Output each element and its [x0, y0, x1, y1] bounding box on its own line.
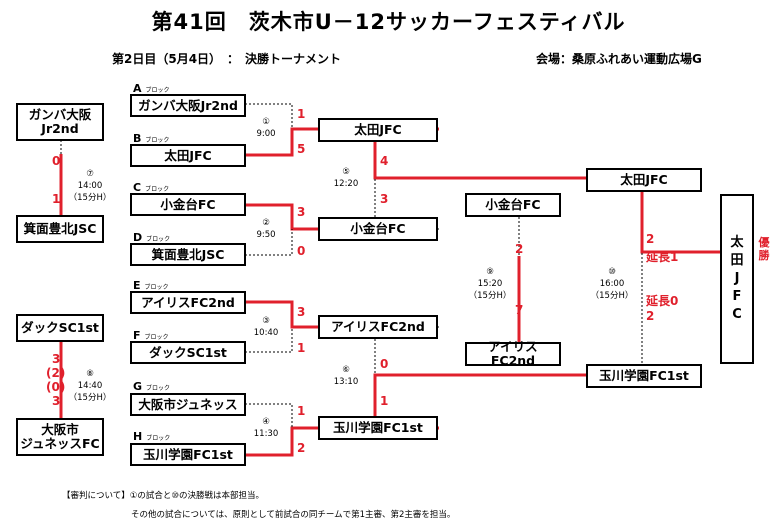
- referee-note-2: その他の試合については、原則として前試合の同チームで第1主審、第2主審を担当。: [131, 510, 456, 520]
- page-title: 第41回 茨木市U－12サッカーフェスティバル: [151, 10, 626, 34]
- team-box-left1: ガンバ大阪 Jr2nd: [16, 103, 104, 141]
- team-box-left2: 箕面豊北JSC: [16, 215, 104, 243]
- score-m10-bot: 2: [646, 309, 655, 323]
- referee-note-1: 【審判について】①の試合と⑩の決勝戦は本部担当。: [62, 491, 264, 501]
- team-box-final-2: 玉川学園FC1st: [586, 364, 702, 388]
- score-m10-top-et: 延長1: [646, 250, 679, 264]
- score-m10-top: 2: [646, 232, 655, 246]
- score-m5-bot: 3: [380, 192, 389, 206]
- champion-box: 太 田 J F C: [720, 194, 754, 364]
- score-m8-top: 3: [52, 352, 61, 366]
- team-box-final-1: 太田JFC: [586, 168, 702, 192]
- score-m2-top: 3: [297, 205, 306, 219]
- team-box-e: アイリスFC2nd: [130, 291, 246, 314]
- score-m1-bot: 5: [297, 142, 306, 156]
- team-box-left4: 大阪市 ジュネッスFC: [16, 418, 104, 456]
- day-subtitle: 第2日目（5月4日） ： 決勝トーナメント: [112, 52, 342, 66]
- score-m9-top: 2: [515, 242, 524, 256]
- venue-label: 会場：桑原ふれあい運動広場G: [536, 52, 702, 66]
- team-box-left3: ダックSC1st: [16, 314, 104, 342]
- score-m1-top: 1: [297, 107, 306, 121]
- score-m9-bot: 7: [515, 303, 524, 317]
- score-m4-bot: 2: [297, 441, 306, 455]
- score-m6-bot: 1: [380, 394, 389, 408]
- score-m3-top: 3: [297, 305, 306, 319]
- team-box-r2-1: 太田JFC: [318, 118, 438, 142]
- team-box-d: 箕面豊北JSC: [130, 243, 246, 266]
- champion-char: F: [732, 289, 742, 304]
- score-m8-pk1: (2): [46, 366, 66, 380]
- score-m4-top: 1: [297, 404, 306, 418]
- score-m10-bot-et: 延長0: [646, 294, 679, 308]
- score-m3-bot: 1: [297, 341, 306, 355]
- champion-label: 優勝: [758, 236, 770, 262]
- team-box-b: 太田JFC: [130, 144, 246, 167]
- team-box-h: 玉川学園FC1st: [130, 443, 246, 466]
- team-box-r2-3: アイリスFC2nd: [318, 315, 438, 339]
- score-m7-top: 0: [52, 154, 61, 168]
- champion-char: C: [732, 307, 742, 322]
- team-box-sf-1: 小金台FC: [465, 193, 561, 217]
- champion-char: 太: [730, 235, 744, 250]
- team-box-r2-2: 小金台FC: [318, 217, 438, 241]
- team-box-f: ダックSC1st: [130, 341, 246, 364]
- score-m8-bot: 3: [52, 394, 61, 408]
- team-box-r2-4: 玉川学園FC1st: [318, 416, 438, 440]
- score-m2-bot: 0: [297, 244, 306, 258]
- champion-char: J: [734, 271, 740, 286]
- score-m6-top: 0: [380, 357, 389, 371]
- team-box-c: 小金台FC: [130, 193, 246, 216]
- champion-char: 田: [730, 253, 744, 268]
- team-box-g: 大阪市ジュネッス: [130, 393, 246, 416]
- score-m8-pk2: (0): [46, 380, 66, 394]
- team-box-a: ガンバ大阪Jr2nd: [130, 94, 246, 117]
- score-m7-bot: 1: [52, 192, 61, 206]
- team-box-sf-2: アイリスFC2nd: [465, 340, 561, 368]
- score-m5-top: 4: [380, 154, 389, 168]
